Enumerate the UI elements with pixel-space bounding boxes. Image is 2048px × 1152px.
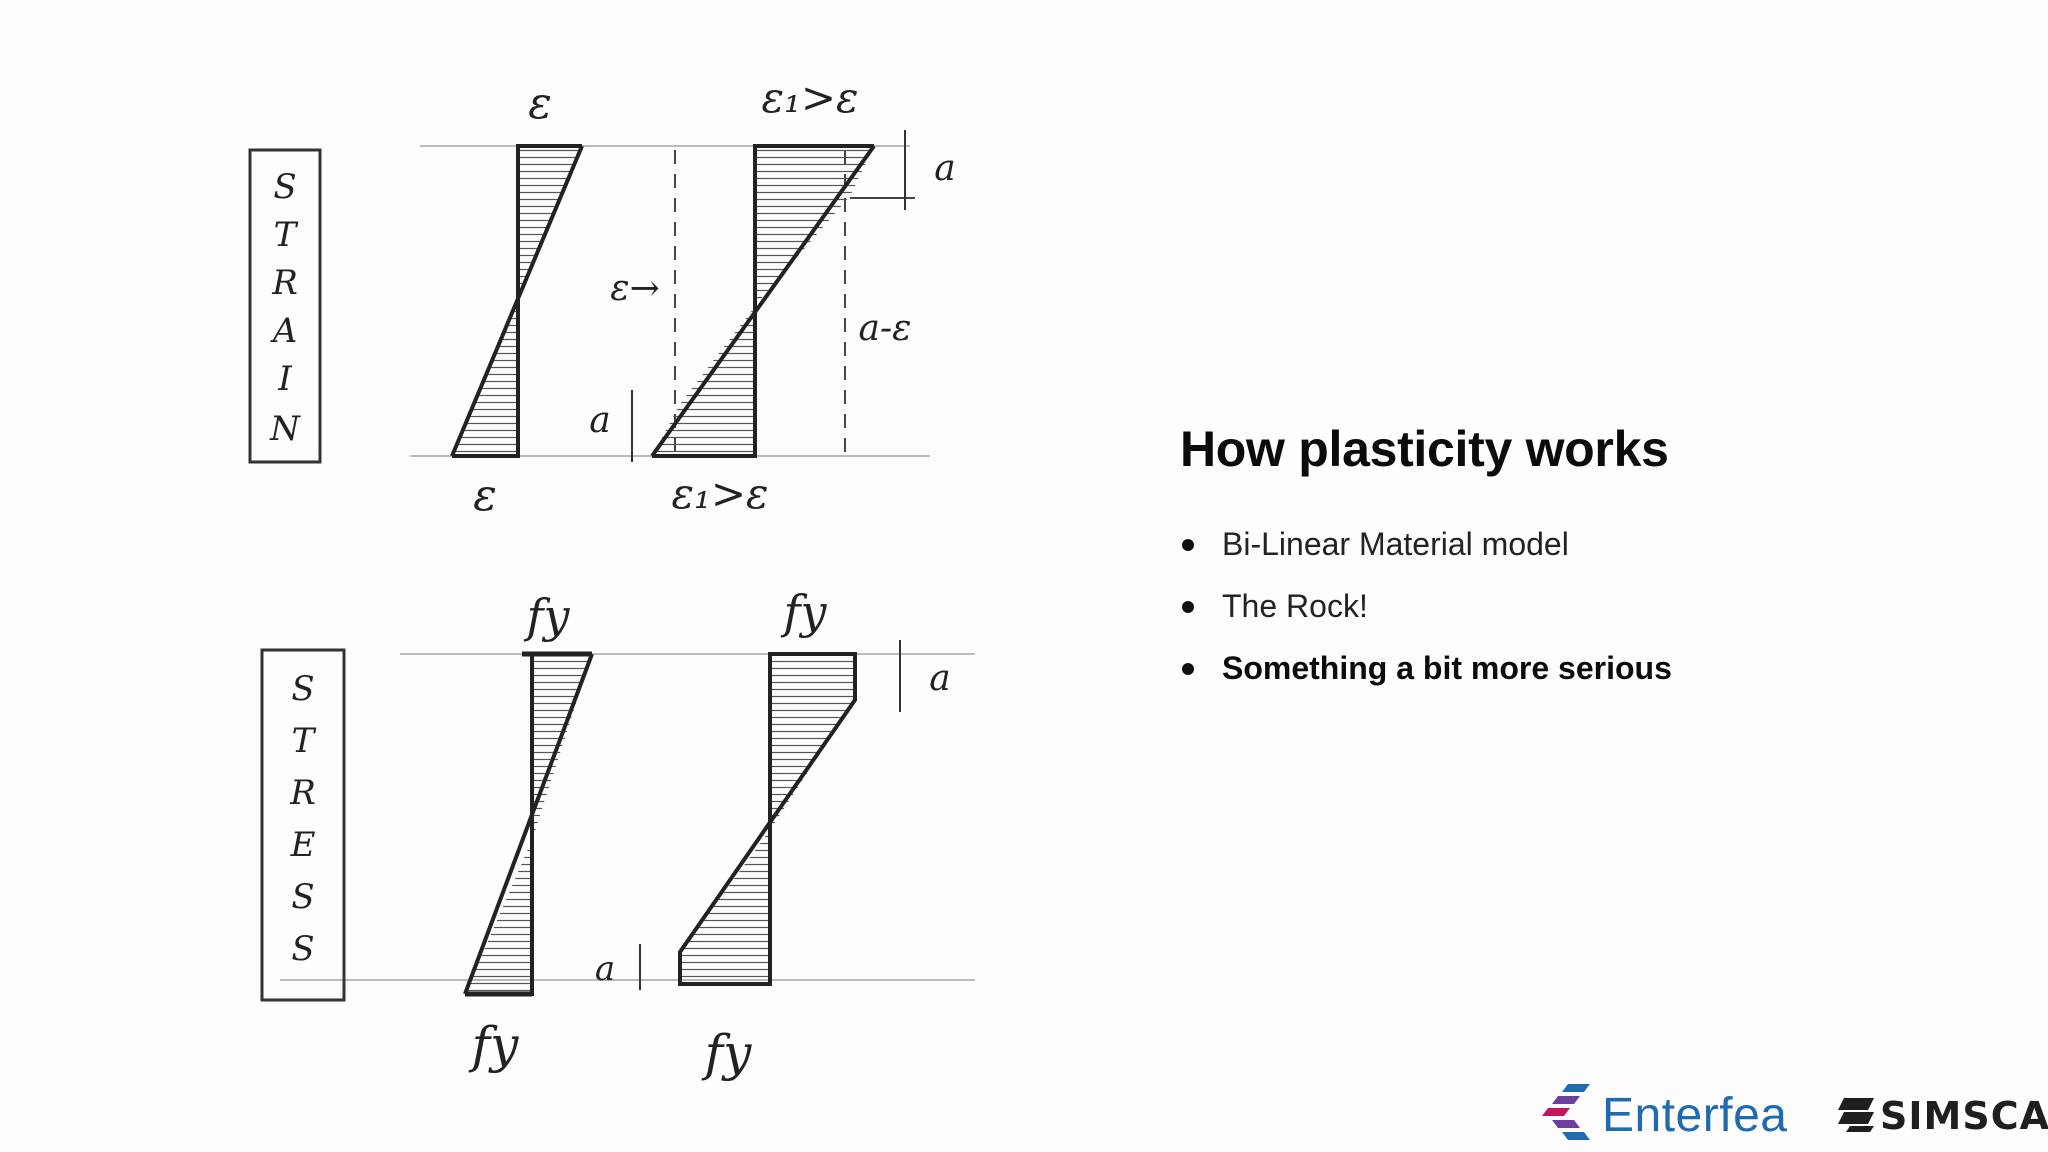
slide-content: How plasticity works Bi-Linear Material … bbox=[1180, 420, 1940, 710]
stress2-a-bottom-label: a bbox=[595, 949, 615, 989]
stress-letter: S bbox=[291, 669, 314, 709]
strain-letter: I bbox=[277, 359, 292, 399]
simscale-logo-icon bbox=[1838, 1096, 1876, 1139]
stress-letter: S bbox=[291, 929, 314, 969]
strain1-bottom-label: ε bbox=[473, 470, 497, 521]
stress-letter: E bbox=[290, 825, 316, 865]
stress-letter: S bbox=[291, 877, 314, 917]
strain2-top-label: ε₁>ε bbox=[761, 73, 858, 122]
strain2-a-bottom-label: a bbox=[589, 400, 610, 441]
strain2-a-minus-eps-label: a-ε bbox=[859, 308, 912, 349]
bullet-list: Bi-Linear Material model The Rock! Somet… bbox=[1180, 524, 1940, 688]
slide-title: How plasticity works bbox=[1180, 421, 1669, 477]
stress2-bottom-label: fy bbox=[701, 1024, 753, 1082]
footer-logos: Enterfea SIMSCALE bbox=[1540, 1082, 2048, 1152]
strain2-profile bbox=[650, 144, 876, 458]
strain-letter: R bbox=[271, 263, 298, 303]
simscale-logo-text: SIMSCALE bbox=[1880, 1094, 2048, 1138]
strain1-profile bbox=[450, 145, 584, 457]
stress2-top-label: fy bbox=[780, 585, 827, 639]
strain-letter: A bbox=[270, 311, 298, 351]
bullet-item: Bi-Linear Material model bbox=[1180, 524, 1940, 564]
bullet-item: The Rock! bbox=[1180, 586, 1940, 626]
stress-label-box bbox=[260, 648, 346, 1002]
enterfea-logo-text: Enterfea bbox=[1602, 1089, 1788, 1142]
stress-letter: T bbox=[292, 721, 317, 761]
strain-label-box bbox=[248, 148, 322, 464]
enterfea-logo-icon bbox=[1540, 1082, 1596, 1149]
stress1-profile bbox=[463, 653, 594, 995]
strain-letter: S bbox=[273, 167, 296, 207]
plasticity-sketch: S T R A I N ε ε ε₁>ε ε₁>ε ε→ a-ε a a bbox=[0, 0, 1010, 1152]
stress1-bottom-label: fy bbox=[468, 1016, 520, 1074]
strain2-eps-arrow-label: ε→ bbox=[610, 268, 659, 309]
strain-letter: T bbox=[274, 215, 299, 255]
stress1-top-label: fy bbox=[523, 589, 570, 643]
strain2-bottom-label: ε₁>ε bbox=[671, 469, 768, 518]
stress2-profile bbox=[678, 652, 857, 986]
strain-letter: N bbox=[269, 409, 301, 449]
stress2-a-top-label: a bbox=[929, 658, 950, 699]
strain1-top-label: ε bbox=[528, 78, 552, 129]
strain2-a-top-label: a bbox=[934, 148, 955, 189]
sketch-svg: S T R A I N ε ε ε₁>ε ε₁>ε ε→ a-ε a a bbox=[248, 73, 975, 1082]
stress-letter: R bbox=[289, 773, 316, 813]
bullet-item-emphasis: Something a bit more serious bbox=[1180, 648, 1940, 688]
